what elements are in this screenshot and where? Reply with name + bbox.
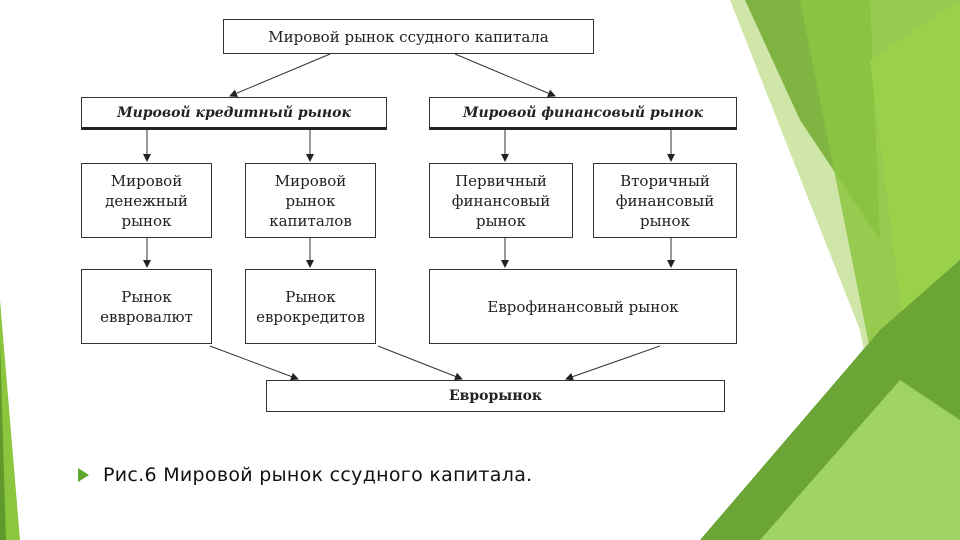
money-market-node: Мировой денежный рынок xyxy=(81,163,212,238)
figure-caption: Рис.6 Мировой рынок ссудного капитала. xyxy=(78,464,532,486)
capital-market-node: Мировой рынок капиталов xyxy=(245,163,376,238)
financial-market-node: Мировой финансовый рынок xyxy=(429,97,737,130)
credit-market-node: Мировой кредитный рынок xyxy=(81,97,387,130)
bullet-arrow-icon xyxy=(78,468,89,482)
root-node: Мировой рынок ссудного капитала xyxy=(223,19,594,54)
eurofinancial-market-node: Еврофинансовый рынок xyxy=(429,269,737,344)
eurocurrency-market-node: Рынок еввровалют xyxy=(81,269,212,344)
primary-market-node: Первичный финансовый рынок xyxy=(429,163,573,238)
secondary-market-node: Вторичный финансовый рынок xyxy=(593,163,737,238)
caption-text: Рис.6 Мировой рынок ссудного капитала. xyxy=(103,464,533,486)
eurocredit-market-node: Рынок еврокредитов xyxy=(245,269,376,344)
euromarket-node: Еврорынок xyxy=(266,380,725,412)
